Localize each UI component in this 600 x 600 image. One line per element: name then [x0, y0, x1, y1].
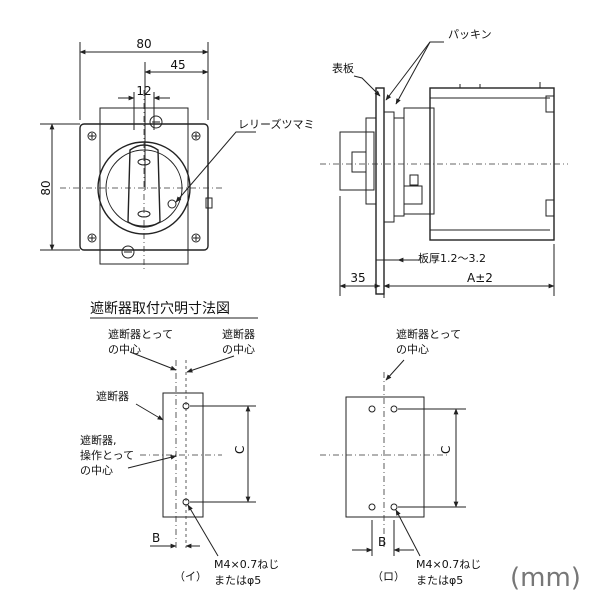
svg-text:遮断器,: 遮断器,: [80, 433, 117, 447]
side-view: 表板 パッキン 板厚1.2～3.2 35 A±2: [320, 28, 568, 298]
svg-text:M4×0.7ねじ: M4×0.7ねじ: [416, 558, 481, 571]
screw-hole-bl-ro[interactable]: [368, 503, 376, 511]
gasket-label: パッキン: [448, 28, 492, 41]
panel-plate: [375, 87, 385, 295]
variant-ro-label: （ロ）: [372, 570, 405, 583]
dim-c-label-i: C: [233, 446, 247, 454]
cutout-i: 遮断器とって の中心 遮断器 の中心 遮断器 遮断器, 操作とって の中心 C …: [80, 327, 279, 587]
offset-dimension-label: 45: [170, 58, 185, 72]
knob-front: [339, 131, 375, 191]
screw-hole-tr-ro[interactable]: [390, 405, 398, 413]
svg-text:遮断器とって: 遮断器とって: [396, 327, 461, 341]
svg-text:遮断器: 遮断器: [222, 327, 255, 341]
top-screw: [149, 115, 163, 129]
svg-text:操作とって: 操作とって: [80, 448, 134, 462]
corner-screws: [87, 131, 201, 243]
dim-b-label-ro: B: [378, 535, 386, 549]
svg-text:の中心: の中心: [222, 343, 255, 356]
svg-text:遮断器: 遮断器: [96, 389, 129, 403]
cutout-rect-ro[interactable]: [345, 396, 425, 518]
unit-label: (mm): [510, 563, 581, 593]
dim-b-label-i: B: [152, 531, 160, 545]
screw-hole-bottom-i[interactable]: [182, 498, 190, 506]
front-view: 80 45 12 80: [39, 37, 314, 270]
depth-front-label: 35: [350, 271, 365, 285]
breaker-center-label-i: 遮断器とって: [108, 327, 173, 341]
width-dimension-label: 80: [136, 37, 151, 51]
svg-text:の中心: の中心: [396, 343, 429, 356]
cutout-ro: 遮断器とって の中心 C B M4×0.7ねじ またはφ5 （ロ）: [320, 327, 481, 587]
svg-text:M4×0.7ねじ: M4×0.7ねじ: [214, 558, 279, 571]
svg-text:またはφ5: またはφ5: [416, 574, 463, 587]
variant-i-label: （イ）: [174, 570, 207, 583]
release-knob-label: レリーズツマミ: [238, 117, 314, 131]
knob-handle: [127, 144, 161, 228]
svg-text:の中心: の中心: [80, 464, 113, 477]
cutout-title: 遮断器取付穴明寸法図: [90, 301, 230, 317]
bottom-screw: [121, 245, 135, 259]
screw-hole-tl-ro[interactable]: [368, 405, 376, 413]
screw-hole-top-i[interactable]: [182, 402, 190, 410]
height-dimension-label: 80: [39, 180, 53, 195]
dim-c-label-ro: C: [439, 446, 453, 454]
svg-text:またはφ5: またはφ5: [214, 574, 261, 587]
panel-label: 表板: [332, 61, 354, 75]
release-knob: [167, 199, 177, 209]
plate-thickness-label: 板厚1.2～3.2: [418, 251, 486, 265]
depth-a-label: A±2: [467, 271, 493, 285]
screw-hole-br-ro[interactable]: [390, 503, 398, 511]
